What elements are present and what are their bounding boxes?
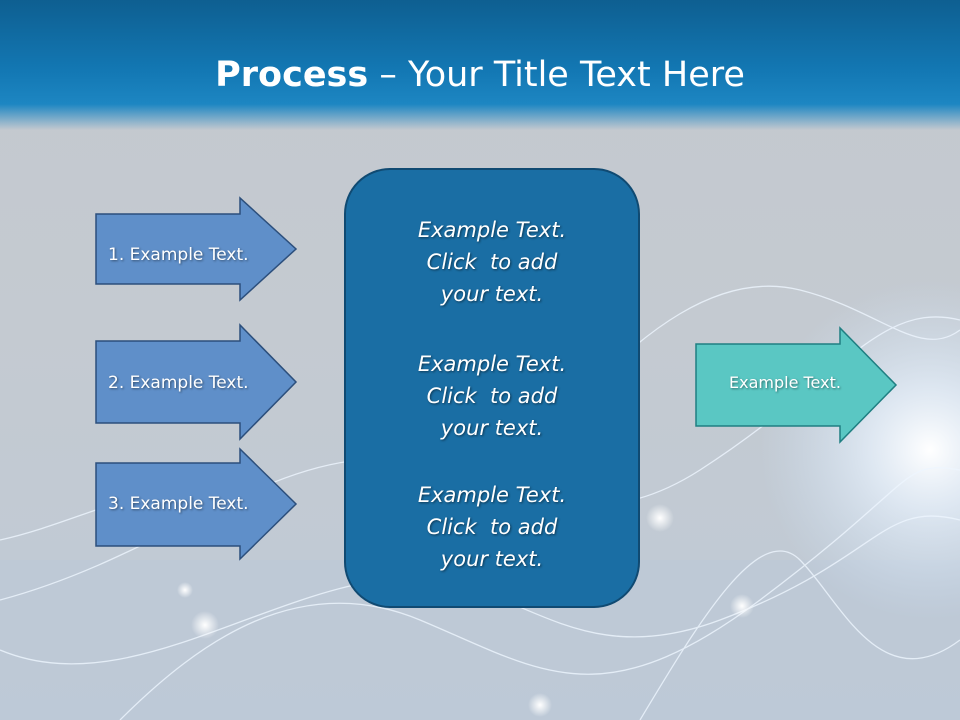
center-text-block[interactable]: Example Text. Click to add your text. (346, 214, 638, 310)
page-title: Process – Your Title Text Here (0, 52, 960, 98)
center-text-block[interactable]: Example Text. Click to add your text. (346, 479, 638, 575)
center-line: Click to add (426, 515, 558, 539)
input-arrow-label: 1. Example Text. (108, 245, 249, 265)
input-arrow-1[interactable]: 1. Example Text. (95, 196, 298, 302)
input-arrow-label: 2. Example Text. (108, 373, 249, 393)
header-band (0, 0, 960, 130)
output-arrow-label: Example Text. (729, 373, 841, 392)
input-arrow-label: 3. Example Text. (108, 494, 249, 514)
center-line: Example Text. (417, 218, 567, 242)
center-line: Click to add (426, 384, 558, 408)
center-line: Example Text. (417, 483, 567, 507)
input-arrow-2[interactable]: 2. Example Text. (95, 323, 298, 441)
input-arrow-3[interactable]: 3. Example Text. (95, 447, 298, 561)
title-rest: – Your Title Text Here (379, 55, 745, 95)
center-line: your text. (440, 416, 544, 440)
output-arrow[interactable]: Example Text. (695, 326, 898, 444)
center-line: Example Text. (417, 352, 567, 376)
center-line: your text. (440, 547, 544, 571)
center-line: Click to add (426, 250, 558, 274)
center-text-block[interactable]: Example Text. Click to add your text. (346, 348, 638, 444)
center-process-box[interactable]: Example Text. Click to add your text. Ex… (344, 168, 640, 608)
center-line: your text. (440, 282, 544, 306)
title-bold: Process (215, 55, 369, 95)
